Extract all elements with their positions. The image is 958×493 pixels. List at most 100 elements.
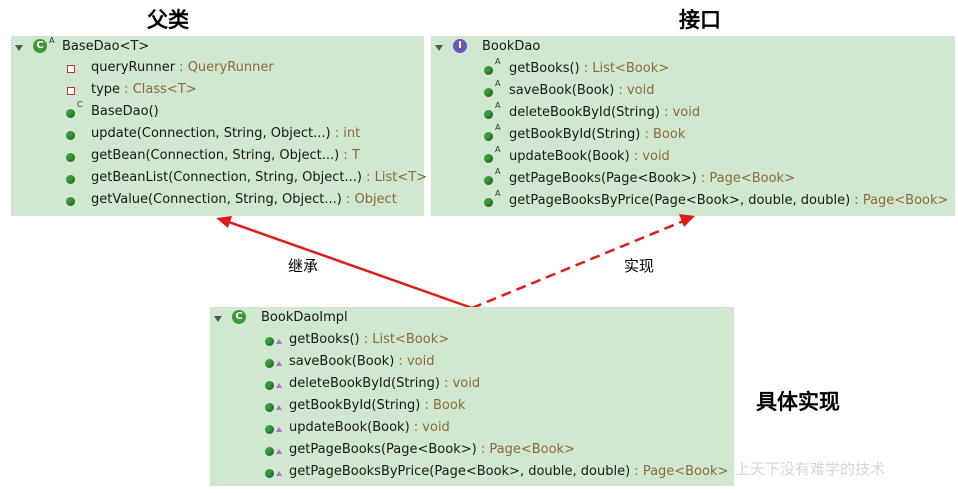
method-name: updateBook(Book) — [509, 149, 630, 164]
method-name: getPageBooks(Page<Book>) — [509, 171, 697, 186]
override-marker-icon — [276, 361, 282, 366]
abstract-marker-icon: A — [49, 36, 55, 45]
public-method-icon — [265, 359, 274, 368]
method-row[interactable]: getBeanList(Connection, String, Object..… — [91, 167, 427, 189]
impl-heading: 具体实现 — [756, 390, 840, 414]
public-method-icon — [265, 403, 274, 412]
collapse-triangle-icon[interactable] — [435, 45, 443, 51]
bookdaoimpl-panel: C BookDaoImpl getBooks() : List<Book> sa… — [210, 307, 734, 486]
method-type: : int — [330, 126, 361, 141]
public-method-icon — [265, 469, 274, 478]
abstract-marker-icon: A — [495, 79, 501, 88]
private-field-icon — [67, 65, 75, 73]
method-name: getPageBooks(Page<Book>) — [289, 442, 477, 457]
method-row[interactable]: saveBook(Book) : void — [509, 80, 654, 102]
method-name: deleteBookById(String) — [509, 105, 660, 120]
method-row[interactable]: getPageBooks(Page<Book>) : Page<Book> — [289, 439, 575, 461]
method-type: : void — [659, 105, 701, 120]
field-row[interactable]: type : Class<T> — [91, 79, 197, 101]
method-name: getBookById(String) — [289, 398, 421, 413]
method-name: saveBook(Book) — [289, 354, 395, 369]
field-type: : QueryRunner — [175, 60, 274, 75]
field-row[interactable]: queryRunner : QueryRunner — [91, 57, 274, 79]
method-row[interactable]: update(Connection, String, Object...) : … — [91, 123, 360, 145]
implement-label: 实现 — [624, 257, 655, 275]
field-name: type — [91, 82, 121, 97]
interface-heading: 接口 — [679, 8, 721, 32]
override-marker-icon — [276, 383, 282, 388]
abstract-marker-icon: A — [495, 101, 501, 110]
constructor-marker-icon: C — [77, 100, 83, 109]
method-name: getBooks() — [289, 332, 360, 347]
constructor-row[interactable]: BaseDao() — [91, 104, 159, 119]
abstract-marker-icon: A — [495, 57, 501, 66]
method-row[interactable]: getBooks() : List<Book> — [289, 329, 449, 351]
method-type: : Book — [640, 127, 686, 142]
abstract-marker-icon: A — [495, 123, 501, 132]
method-row[interactable]: deleteBookById(String) : void — [509, 102, 700, 124]
method-row[interactable]: getPageBooksByPrice(Page<Book>, double, … — [289, 461, 728, 483]
abstract-marker-icon: A — [495, 145, 501, 154]
abstract-method-icon — [484, 66, 493, 75]
field-name: queryRunner — [91, 60, 176, 75]
collapse-triangle-icon[interactable] — [15, 45, 23, 51]
bookdao-panel: I BookDao A getBooks() : List<Book> A sa… — [431, 36, 955, 216]
override-marker-icon — [276, 449, 282, 454]
method-type: : void — [629, 149, 670, 164]
public-method-icon — [66, 131, 75, 140]
abstract-class-icon: C — [33, 39, 47, 53]
method-name: getPageBooksByPrice(Page<Book>, double, … — [289, 464, 631, 479]
public-method-icon — [66, 153, 75, 162]
method-name: update(Connection, String, Object...) — [91, 126, 331, 141]
abstract-method-icon — [484, 132, 493, 141]
collapse-triangle-icon[interactable] — [214, 316, 222, 322]
bookdaoimpl-class-name[interactable]: BookDaoImpl — [261, 310, 348, 325]
bookdao-interface-name[interactable]: BookDao — [482, 39, 541, 54]
method-row[interactable]: getBean(Connection, String, Object...) :… — [91, 145, 360, 167]
abstract-method-icon — [484, 88, 493, 97]
basedao-class-name[interactable]: BaseDao<T> — [62, 39, 150, 54]
method-type: : void — [439, 376, 481, 391]
method-row[interactable]: saveBook(Book) : void — [289, 351, 434, 373]
override-marker-icon — [276, 427, 282, 432]
method-type: : List<Book> — [359, 332, 450, 347]
method-name: deleteBookById(String) — [289, 376, 440, 391]
abstract-method-icon — [484, 198, 493, 207]
method-row[interactable]: updateBook(Book) : void — [289, 417, 450, 439]
method-type: : Page<Book> — [630, 464, 729, 479]
public-method-icon — [265, 425, 274, 434]
method-row[interactable]: getBookById(String) : Book — [509, 124, 685, 146]
watermark: 上天下没有难学的技术 — [735, 460, 886, 478]
private-field-icon — [67, 87, 75, 95]
abstract-marker-icon: A — [495, 167, 501, 176]
abstract-method-icon — [484, 110, 493, 119]
method-type: : void — [614, 83, 655, 98]
method-row[interactable]: getPageBooksByPrice(Page<Book>, double, … — [509, 190, 948, 212]
inherit-label: 继承 — [288, 257, 319, 275]
method-name: getBooks() — [509, 61, 580, 76]
method-row[interactable]: getBooks() : List<Book> — [509, 58, 669, 80]
public-method-icon — [265, 337, 274, 346]
method-row[interactable]: getPageBooks(Page<Book>) : Page<Book> — [509, 168, 795, 190]
method-type: : List<Book> — [579, 61, 670, 76]
public-method-icon — [66, 197, 75, 206]
method-type: : void — [394, 354, 435, 369]
method-type: : Page<Book> — [696, 171, 795, 186]
method-row[interactable]: updateBook(Book) : void — [509, 146, 670, 168]
method-type: : void — [409, 420, 450, 435]
method-type: : Page<Book> — [476, 442, 575, 457]
method-type: : Object — [341, 192, 397, 207]
method-row[interactable]: getValue(Connection, String, Object...) … — [91, 189, 397, 211]
method-row[interactable]: getBookById(String) : Book — [289, 395, 465, 417]
inherit-arrow-line — [225, 219, 473, 310]
interface-icon: I — [453, 39, 467, 53]
method-name: getBean(Connection, String, Object...) — [91, 148, 340, 163]
override-marker-icon — [276, 339, 282, 344]
abstract-marker-icon: A — [495, 189, 501, 198]
field-type: : Class<T> — [120, 82, 197, 97]
implement-arrow-line — [471, 218, 687, 310]
override-marker-icon — [276, 405, 282, 410]
method-row[interactable]: deleteBookById(String) : void — [289, 373, 480, 395]
method-type: : Book — [420, 398, 466, 413]
